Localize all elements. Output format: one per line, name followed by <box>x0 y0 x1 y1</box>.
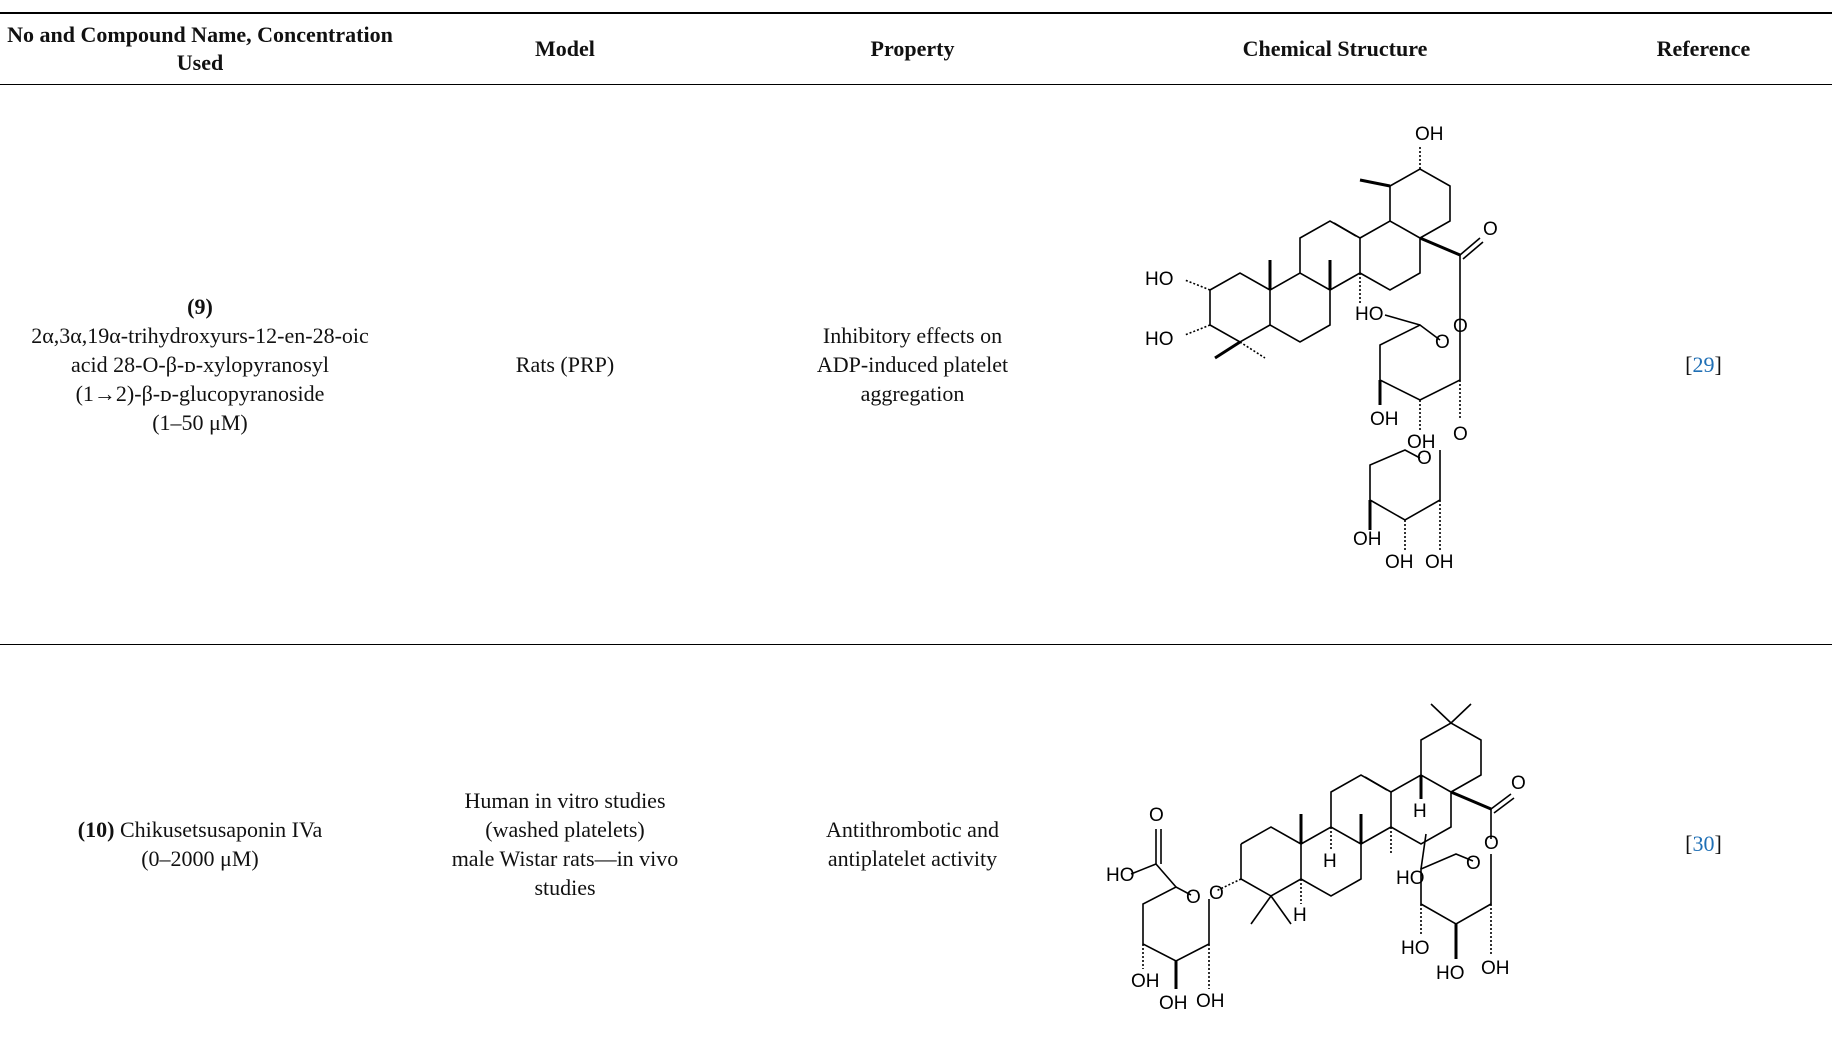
header-reference: Reference <box>1656 36 1751 61</box>
structure-cell: O HO O O OH OH OH H H H H O O HO <box>1095 645 1575 1043</box>
structure-label: OH <box>1370 409 1399 430</box>
table-row: (10) Chikusetsusaponin IVa (0–2000 μM) H… <box>0 645 1832 1043</box>
reference-link[interactable]: 30 <box>1692 831 1715 857</box>
model-cell: Rats (PRP) <box>400 85 730 645</box>
structure-label: HO <box>1436 963 1465 984</box>
reference-link[interactable]: 29 <box>1692 352 1715 377</box>
property-line: antiplatelet activity <box>827 845 998 871</box>
structure-label: OH <box>1159 993 1188 1014</box>
structure-label: HO <box>1106 865 1135 886</box>
structure-label: H <box>1413 801 1427 822</box>
structure-label: OH <box>1425 552 1454 573</box>
structure-label: H <box>1323 851 1337 872</box>
compound-cell: (10) Chikusetsusaponin IVa (0–2000 μM) <box>0 645 400 1043</box>
structure-label: O <box>1466 853 1481 874</box>
model-cell: Human in vitro studies (washed platelets… <box>400 645 730 1043</box>
chemical-structure-10: O HO O O OH OH OH H H H H O O HO <box>1106 703 1526 1014</box>
model-line: male Wistar rats—in vivo <box>451 845 679 871</box>
header-compound: No and Compound Name, Concentration Used <box>7 22 393 75</box>
structure-label: O <box>1149 805 1164 826</box>
compound-table: No and Compound Name, Concentration Used… <box>0 12 1832 1043</box>
structure-label: O <box>1453 424 1468 445</box>
structure-label: O <box>1209 883 1224 904</box>
model-line: studies <box>534 874 596 900</box>
structure-label: OH <box>1415 124 1444 145</box>
structure-label: O <box>1483 219 1498 240</box>
structure-label: OH <box>1353 529 1382 550</box>
compound-name: Chikusetsusaponin IVa <box>114 816 323 842</box>
structure-label: OH <box>1196 991 1225 1012</box>
structure-label: OH <box>1481 958 1510 979</box>
structure-label: O <box>1417 448 1432 469</box>
property-line: aggregation <box>860 381 965 406</box>
property-line: ADP-induced platelet <box>816 352 1009 377</box>
property-cell: Inhibitory effects on ADP-induced platel… <box>730 85 1095 645</box>
compound-number: (10) <box>77 816 115 842</box>
table-row: (9) 2α,3α,19α-trihydroxyurs-12-en-28-oic… <box>0 85 1832 645</box>
structure-label: O <box>1484 833 1499 854</box>
structure-label: O <box>1511 773 1526 794</box>
property-line: Inhibitory effects on <box>822 323 1003 348</box>
structure-label: OH <box>1385 552 1414 573</box>
structure-label: HO <box>1145 269 1174 290</box>
structure-label: O <box>1435 332 1450 353</box>
chemical-structure-9: OH HO HO O O HO O OH OH O O OH OH OH <box>1145 124 1498 573</box>
model-line: (washed platelets) <box>485 816 645 842</box>
structure-label: OH <box>1131 971 1160 992</box>
structure-label: H <box>1293 905 1307 926</box>
structure-label: HO <box>1355 304 1384 325</box>
header-structure: Chemical Structure <box>1242 36 1428 61</box>
property-line: Antithrombotic and <box>826 816 999 842</box>
reference-cell: [30] <box>1685 831 1722 857</box>
structure-label: HO <box>1145 329 1174 350</box>
header-model: Model <box>535 36 595 61</box>
structure-label: O <box>1186 887 1201 908</box>
reference-cell: [29] <box>1685 352 1722 377</box>
compound-name-line: 2α,3α,19α-trihydroxyurs-12-en-28-oic <box>31 323 369 348</box>
compound-concentration: (1–50 μM) <box>152 410 248 435</box>
compound-cell: (9) 2α,3α,19α-trihydroxyurs-12-en-28-oic… <box>0 85 400 645</box>
structure-label: O <box>1453 316 1468 337</box>
compound-name-line: (1→2)-β-ᴅ-glucopyranoside <box>75 381 325 406</box>
structure-cell: OH HO HO O O HO O OH OH O O OH OH OH <box>1095 85 1575 645</box>
compound-name-line: acid 28-O-β-ᴅ-xylopyranosyl <box>71 352 329 377</box>
compound-concentration: (0–2000 μM) <box>141 845 259 871</box>
compound-name-line: (10) Chikusetsusaponin IVa <box>6 815 394 844</box>
table-header-row: No and Compound Name, Concentration Used… <box>0 13 1832 85</box>
model-line: Rats (PRP) <box>515 352 615 377</box>
structure-label: OH <box>1407 432 1436 453</box>
structure-label: HO <box>1396 868 1425 889</box>
property-cell: Antithrombotic and antiplatelet activity <box>730 645 1095 1043</box>
header-property: Property <box>870 36 955 61</box>
compound-number: (9) <box>187 294 213 319</box>
structure-label: HO <box>1401 938 1430 959</box>
model-line: Human in vitro studies <box>464 787 666 813</box>
